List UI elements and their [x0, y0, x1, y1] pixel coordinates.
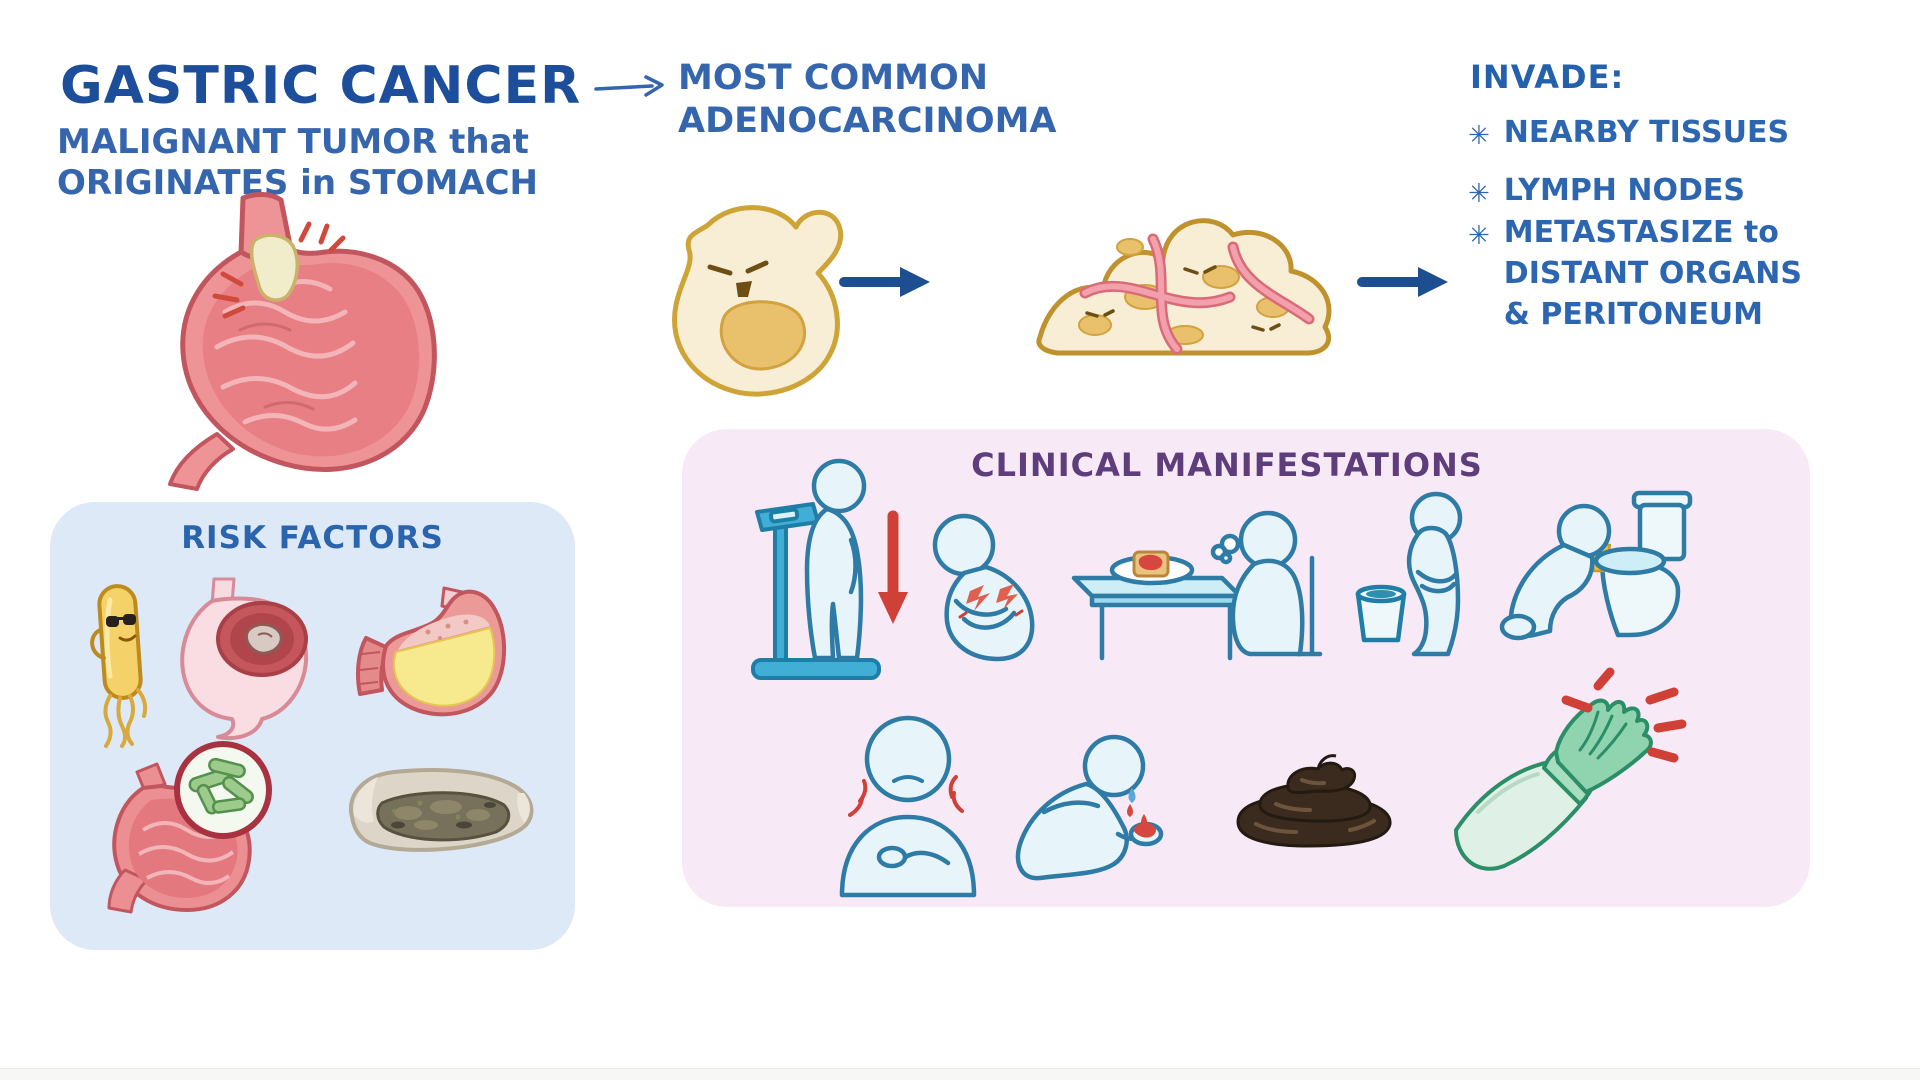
weight-loss-scale-icon: [751, 458, 908, 680]
asterisk-bullet-icon: ✳: [1468, 221, 1490, 251]
invade-item: ✳ METASTASIZE to DISTANT ORGANS & PERITO…: [1468, 212, 1802, 335]
stomach-bacterial-overgrowth-icon: [107, 741, 272, 914]
intestinal-metaplasia-bowel-icon: [348, 767, 534, 852]
invade-item-label: LYMPH NODES: [1503, 173, 1745, 208]
most-common-note: MOST COMMON ADENOCARCINOMA: [678, 58, 1057, 141]
hematemesis-icon: [1015, 734, 1164, 881]
neck-throat-pain-icon: [839, 715, 977, 898]
clinical-manifestations-title: CLINICAL MANIFESTATIONS: [971, 446, 1483, 484]
stomach-gastritis-ulcer-icon: [180, 577, 309, 740]
invade-item-label: NEARBY TISSUES: [1503, 115, 1790, 150]
early-satiety-table-icon: [1071, 510, 1323, 661]
page-subtitle: MALIGNANT TUMOR that ORIGINATES in STOMA…: [57, 122, 538, 203]
arrow-right-icon: [839, 267, 930, 297]
gloved-hand-icon: [1454, 667, 1687, 871]
vomiting-toilet-icon: [1499, 490, 1693, 641]
invade-item: ✳ NEARBY TISSUES: [1468, 112, 1789, 157]
stomach-bile-reflux-icon: [356, 586, 506, 717]
invade-item-label: METASTASIZE to DISTANT ORGANS & PERITONE…: [1503, 215, 1802, 332]
invade-item: ✳ LYMPH NODES: [1468, 170, 1745, 215]
tumor-mass-illustration: [1036, 218, 1332, 356]
invade-heading: INVADE:: [1470, 58, 1625, 96]
canvas-bottom-edge: [0, 1068, 1920, 1080]
asterisk-bullet-icon: ✳: [1468, 121, 1490, 151]
melena-dark-stool-icon: [1236, 754, 1392, 848]
nausea-bucket-icon: [1355, 491, 1463, 657]
risk-factors-title: RISK FACTORS: [181, 520, 444, 556]
asterisk-bullet-icon: ✳: [1468, 179, 1490, 209]
adenocarcinoma-cell-illustration: [672, 205, 844, 397]
arrow-right-icon: [594, 75, 664, 97]
stomach-with-tumor-illustration: [168, 192, 437, 491]
page-title: GASTRIC CANCER: [60, 56, 582, 116]
helicobacter-pylori-icon: [90, 584, 148, 748]
arrow-right-icon: [1357, 267, 1448, 297]
abdominal-pain-icon: [932, 513, 1035, 662]
